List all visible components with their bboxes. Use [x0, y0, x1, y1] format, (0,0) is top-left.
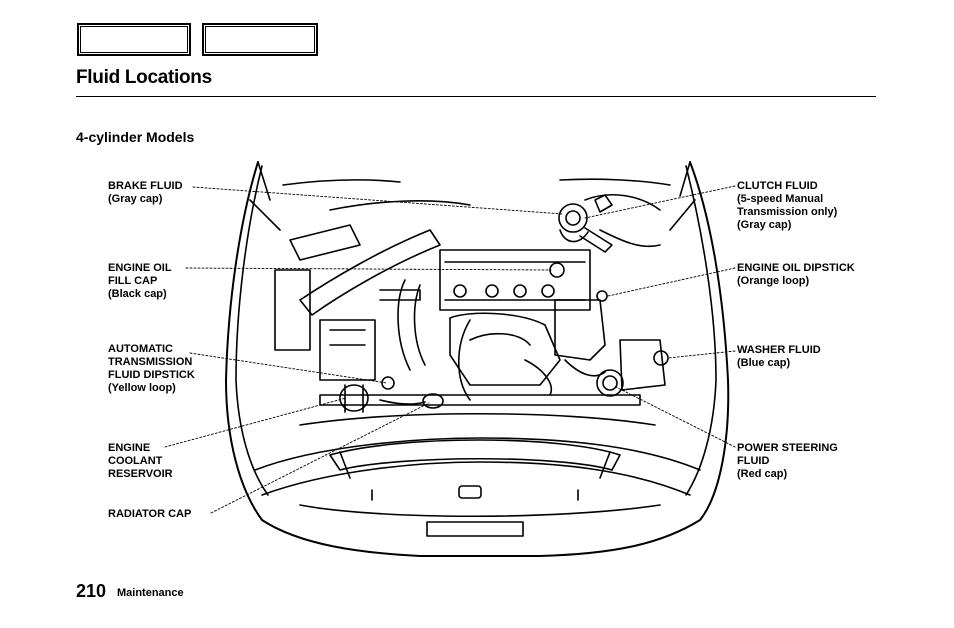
- page-title: Fluid Locations: [76, 67, 212, 88]
- callout-engine-coolant-reservoir: ENGINE COOLANT RESERVOIR: [108, 442, 173, 480]
- callout-engine-oil-dipstick: ENGINE OIL DIPSTICK (Orange loop): [737, 262, 855, 287]
- footer-section-name: Maintenance: [117, 587, 184, 599]
- page-number: 210: [76, 581, 107, 601]
- callout-brake-fluid: BRAKE FLUID (Gray cap): [108, 180, 183, 205]
- callout-radiator-cap: RADIATOR CAP: [108, 508, 192, 520]
- callout-clutch-fluid: CLUTCH FLUID (5-speed Manual Transmissio…: [737, 180, 838, 231]
- callout-power-steering-fluid: POWER STEERING FLUID (Red cap): [737, 442, 838, 480]
- nav-button-previous[interactable]: [77, 23, 191, 56]
- callout-washer-fluid: WASHER FLUID (Blue cap): [737, 344, 821, 369]
- callout-engine-oil-fill-cap: ENGINE OIL FILL CAP (Black cap): [108, 262, 172, 300]
- title-divider: [76, 96, 876, 97]
- nav-button-next[interactable]: [202, 23, 318, 56]
- section-heading: 4-cylinder Models: [76, 129, 195, 145]
- callout-automatic-transmission-fluid-dipstick: AUTOMATIC TRANSMISSION FLUID DIPSTICK (Y…: [108, 343, 195, 394]
